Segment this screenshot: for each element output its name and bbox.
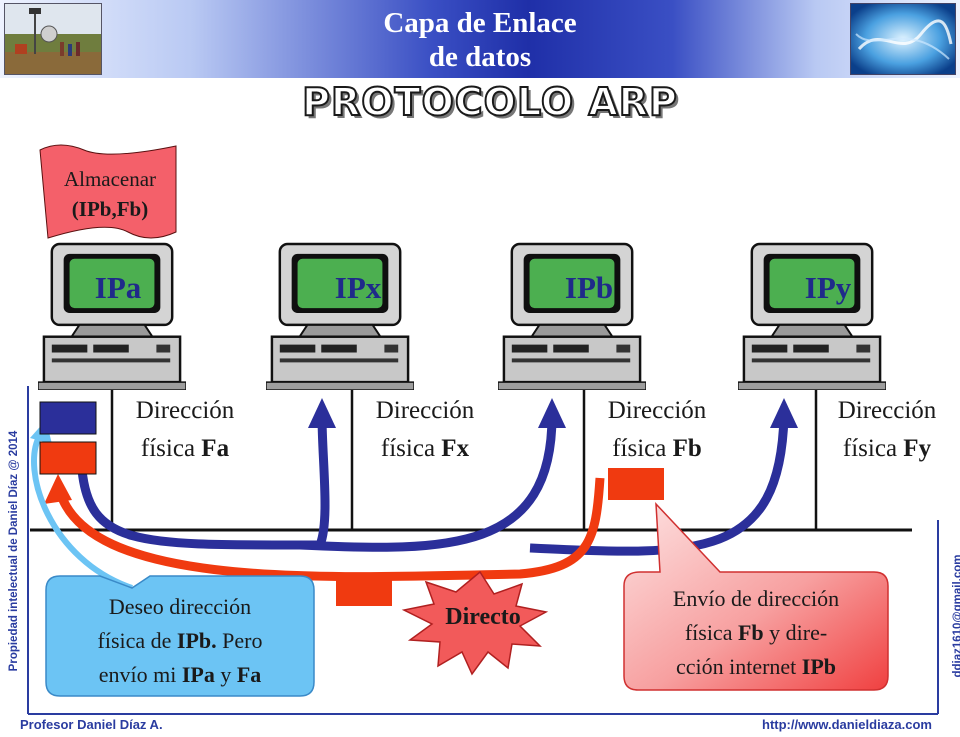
address-label-fx-line2: física Fx xyxy=(350,430,500,468)
address-label-fb-line1: Dirección xyxy=(607,397,707,424)
address-label-fa-line2: física Fa xyxy=(110,430,260,468)
reply-callout-line2: física Fb y dire- xyxy=(626,616,886,650)
address-label-fb-id: Fb xyxy=(672,435,702,462)
header-photo-right xyxy=(850,3,956,75)
store-note-line2: (IPb,Fb) xyxy=(71,197,149,221)
reply-callout-line3: cción internet IPb xyxy=(626,650,886,684)
address-label-fy: Dirección física Fy xyxy=(812,392,960,468)
store-note-flag xyxy=(39,144,177,239)
address-label-fx: Dirección física Fx xyxy=(350,392,500,468)
computer-ipb xyxy=(498,242,646,390)
computer-ipx xyxy=(266,242,414,390)
reply-callout-l2a: física xyxy=(684,620,738,645)
host-label-ipy: IPy xyxy=(804,270,852,305)
header-band xyxy=(0,0,960,78)
request-callout-line2: física de IPb. Pero xyxy=(48,624,312,658)
frame-fa xyxy=(39,441,97,475)
host-label-ipb: IPb xyxy=(564,270,614,305)
address-label-fx-id: Fx xyxy=(441,435,470,462)
header-photo-left xyxy=(4,3,102,75)
request-callout-line3: envío mi IPa y Fa xyxy=(48,658,312,692)
reply-callout-l2c: y dire- xyxy=(763,620,828,645)
request-callout-l2b: IPb. xyxy=(176,628,217,653)
broadcast-path-x xyxy=(77,415,330,550)
request-callout xyxy=(45,575,315,697)
reply-callout-l3b: IPb xyxy=(801,654,837,679)
broadcast-path-b xyxy=(299,415,557,552)
reply-callout-l2b: Fb xyxy=(737,620,764,645)
store-note: Almacenar (IPb,Fb) xyxy=(44,164,176,224)
address-label-fx-prefix: física xyxy=(380,435,442,462)
address-label-fy-id: Fy xyxy=(903,435,932,462)
address-label-fa: Dirección física Fa xyxy=(110,392,260,468)
header-title: Capa de Enlace de datos xyxy=(330,6,630,74)
request-callout-line1: Deseo dirección xyxy=(108,594,252,619)
reply-callout-line1: Envío de dirección xyxy=(672,586,840,611)
reply-callout xyxy=(623,501,889,691)
address-label-fy-prefix: física xyxy=(842,435,904,462)
address-label-fb-prefix: física xyxy=(612,435,673,462)
broadcast-path-y xyxy=(529,415,789,556)
side-copyright: Propiedad intelectual de Daniel Díaz @ 2… xyxy=(8,430,20,672)
address-label-fb: Dirección física Fb xyxy=(582,392,732,468)
request-callout-l3d: Fa xyxy=(236,662,262,687)
reply-callout-l3a: cción internet xyxy=(675,654,802,679)
footer-url[interactable]: http://www.danieldiaza.com xyxy=(762,717,932,732)
address-label-fx-line1: Dirección xyxy=(375,397,475,424)
side-email: ddiaz1610@gmail.com xyxy=(952,554,960,678)
request-callout-l3b: IPa xyxy=(181,662,215,687)
request-path xyxy=(31,433,133,591)
address-label-fy-line2: física Fy xyxy=(812,430,960,468)
arrowhead-reply xyxy=(44,474,72,504)
address-label-fa-prefix: física xyxy=(140,435,202,462)
host-label-ipa: IPa xyxy=(94,270,142,305)
address-label-fb-line2: física Fb xyxy=(582,430,732,468)
header-title-line2: de datos xyxy=(428,41,532,73)
directo-burst xyxy=(401,570,549,676)
computer-ipa xyxy=(38,242,186,390)
footer-author: Profesor Daniel Díaz A. xyxy=(20,717,163,732)
main-title: PROTOCOLO ARP xyxy=(301,79,678,125)
reply-callout-text: Envío de dirección física Fb y dire- cci… xyxy=(626,582,886,684)
frame-ipa xyxy=(39,401,97,435)
request-callout-l2c: Pero xyxy=(216,628,263,653)
frame-reply-on-bus xyxy=(336,574,392,606)
header-title-line1: Capa de Enlace xyxy=(383,7,577,39)
arrowhead-y xyxy=(770,398,798,428)
arrowhead-x xyxy=(308,398,336,428)
request-callout-text: Deseo dirección física de IPb. Pero enví… xyxy=(48,590,312,692)
directo-label: Directo xyxy=(445,604,521,630)
address-label-fa-id: Fa xyxy=(201,435,230,462)
address-label-fa-line1: Dirección xyxy=(135,397,235,424)
address-label-fy-line1: Dirección xyxy=(837,397,937,424)
computer-ipy xyxy=(738,242,886,390)
request-callout-l2a: física de xyxy=(97,628,177,653)
host-label-ipx: IPx xyxy=(334,270,382,305)
request-callout-l3a: envío mi xyxy=(98,662,182,687)
frame-fb xyxy=(608,468,664,500)
reply-path xyxy=(55,477,605,582)
store-note-line1: Almacenar xyxy=(63,167,157,191)
arrowhead-b xyxy=(538,398,566,428)
request-callout-l3c: y xyxy=(214,662,237,687)
